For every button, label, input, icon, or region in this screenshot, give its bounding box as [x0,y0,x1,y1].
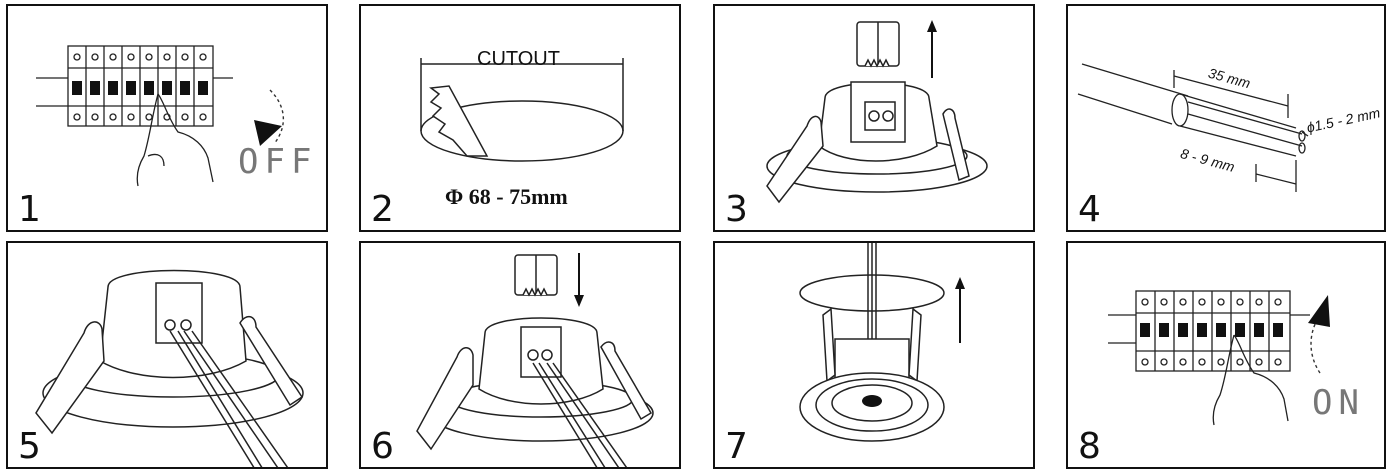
cutout-label: CUTOUT [477,48,560,70]
step-4-panel: 35 mm ϕ1.5 - 2 mm 8 - 9 mm 4 [1066,4,1386,232]
step-8-panel: ON 8 [1066,241,1386,469]
step-7-panel: 7 [713,241,1035,469]
step-number: 5 [18,426,41,467]
cable-strip-illustration [1077,63,1309,192]
diameter-label: Φ 68 - 75mm [445,184,568,209]
remove-terminal-cover-illustration [766,20,988,204]
step-2-panel: CUTOUT Φ 68 - 75mm 2 [359,4,681,232]
step-number: 7 [725,426,748,467]
step-number: 4 [1078,189,1101,230]
insert-fixture-illustration [799,243,965,442]
breaker-off-illustration [36,45,285,187]
step-number: 6 [371,426,394,467]
step-number: 2 [371,189,394,230]
step-6-panel: 6 [359,241,681,469]
off-label: OFF [238,142,318,182]
step-number: 1 [18,189,41,230]
step-number: 8 [1078,426,1101,467]
attach-terminal-cover-illustration [416,253,654,467]
step-1-panel: OFF 1 [6,4,328,232]
step-number: 3 [725,189,748,230]
breaker-on-illustration [1108,290,1330,426]
ceiling-cutout-illustration [420,58,624,162]
step-3-panel: 3 [713,4,1035,232]
connect-wires-illustration [35,269,304,467]
on-label: ON [1312,383,1365,423]
step-5-panel: 5 [6,241,328,469]
